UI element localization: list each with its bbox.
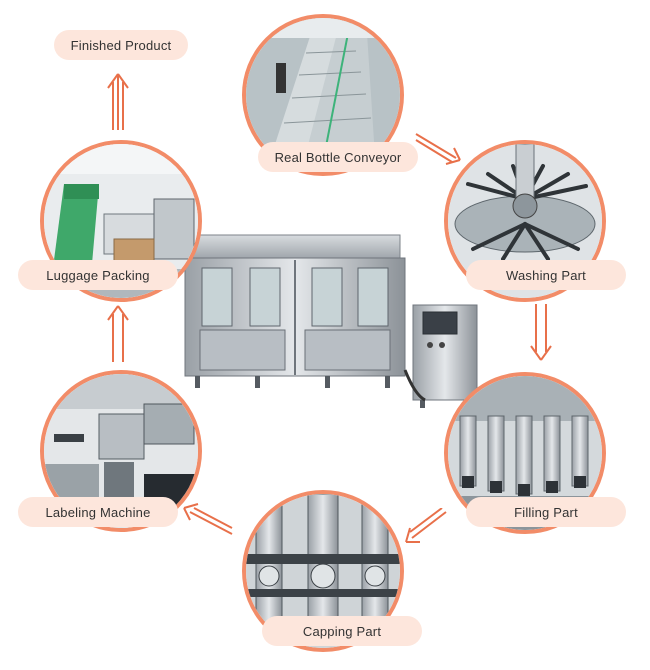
arrow-conveyor-to-washing-icon bbox=[415, 133, 461, 165]
labeling-label: Labeling Machine bbox=[18, 497, 178, 527]
finished-label: Finished Product bbox=[54, 30, 188, 60]
arrow-filling-to-capping-icon bbox=[405, 508, 447, 543]
capping-label: Capping Part bbox=[262, 616, 422, 646]
arrow-labeling-to-packing-icon bbox=[107, 305, 129, 362]
filling-label: Filling Part bbox=[466, 497, 626, 527]
washing-label: Washing Part bbox=[466, 260, 626, 290]
packing-label: Luggage Packing bbox=[18, 260, 178, 290]
arrow-washing-to-filling-icon bbox=[530, 304, 552, 361]
arrow-capping-to-labeling-icon bbox=[183, 503, 233, 535]
conveyor-label: Real Bottle Conveyor bbox=[258, 142, 418, 172]
bottling-machine-illustration bbox=[184, 234, 478, 408]
arrow-up-finished-icon bbox=[107, 73, 129, 130]
